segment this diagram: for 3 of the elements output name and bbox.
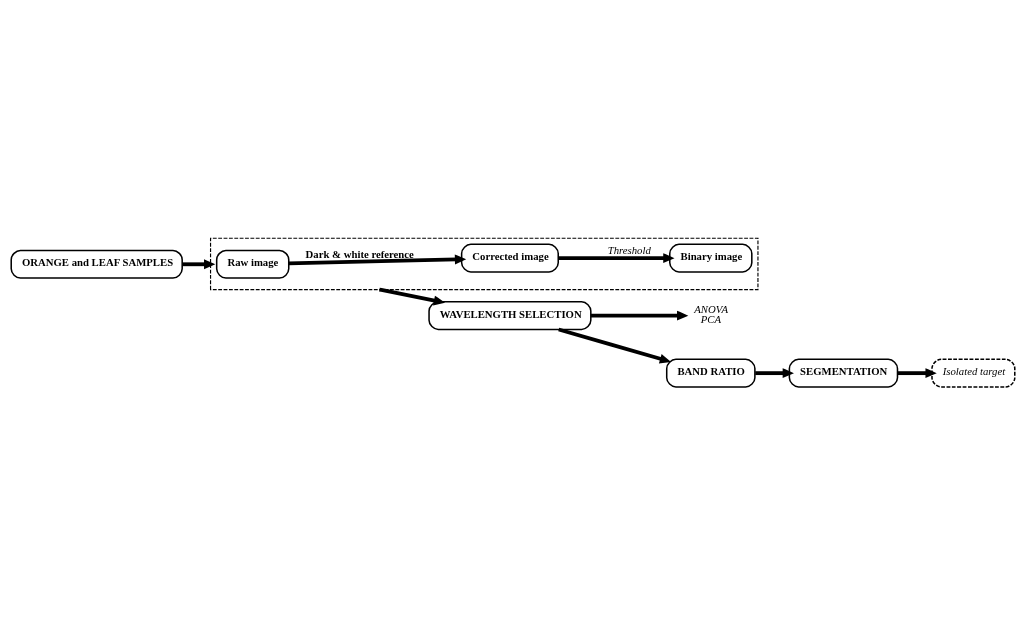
node-text: ANOVA PCA <box>694 302 729 326</box>
edge-label: Threshold <box>607 244 651 257</box>
edge-label: Dark & white reference <box>305 247 414 260</box>
